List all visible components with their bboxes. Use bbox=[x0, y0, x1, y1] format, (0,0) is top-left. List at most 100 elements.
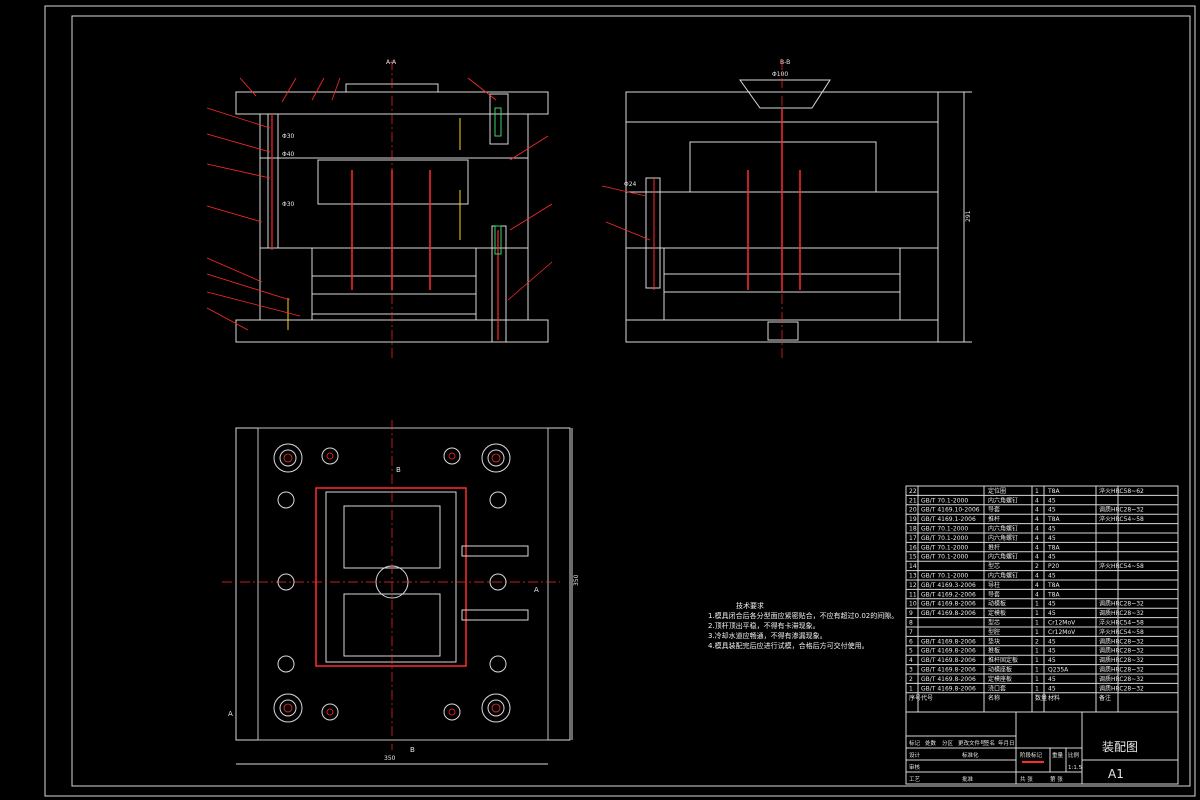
tb-audit: 审核 bbox=[909, 763, 921, 771]
bom-cell-mat: 45 bbox=[1048, 601, 1056, 608]
bom-cell-name: 定位圈 bbox=[988, 487, 1006, 495]
marker-a-right: A bbox=[534, 586, 539, 594]
bom-cell-name: 型芯 bbox=[988, 619, 1000, 627]
bom-cell-no: 14 bbox=[909, 563, 917, 570]
bom-cell-name: 内六角螺钉 bbox=[988, 525, 1018, 533]
note-2: 2.顶杆顶出平稳，不得有卡滞现象。 bbox=[708, 621, 820, 630]
marker-b-top: B bbox=[396, 466, 401, 474]
bom-cell-no: 5 bbox=[909, 648, 913, 655]
bom-cell-qty: 1 bbox=[1035, 676, 1039, 683]
tb-ratio: 比例 bbox=[1068, 751, 1080, 759]
tb-stage: 阶段标记 bbox=[1020, 751, 1043, 759]
bom-cell-name: 推杆 bbox=[988, 515, 1000, 523]
note-1: 1.模具闭合后各分型面应紧密贴合，不应有超过0.02的间隙。 bbox=[708, 611, 898, 620]
marker-a-left: A bbox=[228, 710, 233, 718]
bom-cell-no: 7 bbox=[909, 629, 913, 636]
bom-cell-qty: 4 bbox=[1035, 516, 1039, 523]
bom-cell-note: 淬火HRC54~58 bbox=[1099, 628, 1144, 636]
bom-cell-no: 9 bbox=[909, 610, 913, 617]
bom-cell-name: 推板 bbox=[988, 647, 1000, 655]
bom-cell-qty: 4 bbox=[1035, 535, 1039, 542]
bom-cell-no: 10 bbox=[909, 601, 917, 608]
bom-cell-qty: 4 bbox=[1035, 497, 1039, 504]
top-view: 350 350 A A B B bbox=[222, 420, 580, 765]
bom-cell-qty: 4 bbox=[1035, 591, 1039, 598]
bom-header-no: 序号 bbox=[909, 694, 921, 702]
bom-cell-mat: 45 bbox=[1048, 573, 1056, 580]
bom-cell-mat: 45 bbox=[1048, 676, 1056, 683]
tb-weight: 重量 bbox=[1052, 751, 1064, 759]
dim-291: 291 bbox=[965, 210, 972, 222]
note-3: 3.冷却水道应畅通，不得有渗漏现象。 bbox=[708, 631, 827, 640]
bom-cell-name: 导柱 bbox=[988, 581, 1000, 589]
bom-cell-qty: 4 bbox=[1035, 507, 1039, 514]
bom-cell-mat: Q235A bbox=[1048, 667, 1069, 674]
bom-cell-no: 20 bbox=[909, 507, 917, 514]
tb-sheet-no: 第 张 bbox=[1050, 775, 1063, 783]
bom-cell-std: GB/T 4169.8-2006 bbox=[921, 657, 976, 664]
bom-cell-name: 内六角螺钉 bbox=[988, 534, 1018, 542]
bom-cell-mat: 45 bbox=[1048, 657, 1056, 664]
dim-phi30-top: Φ30 bbox=[282, 133, 295, 140]
bom-cell-std: GB/T 4169.1-2006 bbox=[921, 516, 976, 523]
bom-cell-mat: T8A bbox=[1047, 582, 1060, 589]
bom-cell-note: 调质HRC28~32 bbox=[1099, 637, 1144, 645]
bom-cell-note: 调质HRC28~32 bbox=[1099, 656, 1144, 664]
bom-cell-name: 推杆固定板 bbox=[988, 656, 1018, 664]
bom-cell-no: 17 bbox=[909, 535, 917, 542]
note-4: 4.模具装配完后应进行试模，合格后方可交付使用。 bbox=[708, 641, 869, 650]
bom-cell-mat: P20 bbox=[1048, 563, 1059, 570]
bom-cell-note: 淬火HRC54~58 bbox=[1099, 515, 1144, 523]
bom-cell-std: GB/T 70.1-2000 bbox=[921, 535, 968, 542]
bom-cell-name: 内六角螺钉 bbox=[988, 496, 1018, 504]
bom-cell-qty: 1 bbox=[1035, 685, 1039, 692]
bom-cell-std: GB/T 4169.2-2006 bbox=[921, 591, 976, 598]
bom-cell-qty: 1 bbox=[1035, 488, 1039, 495]
bom-cell-no: 3 bbox=[909, 667, 913, 674]
drawing-title: 装配图 bbox=[1102, 740, 1138, 754]
bom-header-mat: 材料 bbox=[1048, 694, 1060, 702]
bom-cell-qty: 4 bbox=[1035, 573, 1039, 580]
bom-cell-mat: 45 bbox=[1048, 685, 1056, 692]
bom-cell-mat: 45 bbox=[1048, 535, 1056, 542]
bom-cell-std: GB/T 4169.8-2006 bbox=[921, 638, 976, 645]
bom-cell-std: GB/T 4169.3-2006 bbox=[921, 582, 976, 589]
bom-cell-no: 21 bbox=[909, 497, 917, 504]
bom-cell-mat: T8A bbox=[1047, 544, 1060, 551]
tb-process: 工艺 bbox=[909, 776, 921, 783]
bom-cell-name: 动模座板 bbox=[988, 666, 1012, 674]
bom-cell-no: 22 bbox=[909, 488, 917, 495]
bom-cell-name: 导套 bbox=[988, 590, 1000, 598]
bom-cell-mat: 45 bbox=[1048, 648, 1056, 655]
section-aa-label: A-A bbox=[386, 59, 397, 66]
dim-phi100: Φ100 bbox=[772, 71, 788, 78]
title-block: 标记 处数 分区 更改文件号 签名 年月日 设计 标准化 审核 工艺 批准 阶段… bbox=[905, 711, 1179, 785]
bom-cell-mat: 45 bbox=[1048, 497, 1056, 504]
side-section-view: B-B Φ100 Φ24 291 bbox=[601, 59, 972, 360]
bom-cell-name: 内六角螺钉 bbox=[988, 572, 1018, 580]
dim-phi40: Φ40 bbox=[282, 151, 295, 158]
dim-350-vertical: 350 bbox=[573, 574, 580, 586]
tb-count: 处数 bbox=[925, 739, 937, 747]
bom-cell-name: 推杆 bbox=[988, 543, 1000, 551]
tb-mark: 标记 bbox=[909, 739, 921, 747]
bom-cell-std: GB/T 70.1-2000 bbox=[921, 497, 968, 504]
dim-phi24: Φ24 bbox=[624, 181, 637, 188]
bom-cell-no: 2 bbox=[909, 676, 913, 683]
bom-cell-note: 淬火HRC58~62 bbox=[1099, 487, 1144, 495]
tb-date: 年月日 bbox=[998, 739, 1015, 747]
section-bb-label: B-B bbox=[780, 59, 790, 66]
bom-cell-note: 淬火HRC54~58 bbox=[1099, 562, 1144, 570]
bom-cell-no: 15 bbox=[909, 554, 917, 561]
bom-cell-note: 调质HRC28~32 bbox=[1099, 609, 1144, 617]
front-section-view: A-A bbox=[206, 59, 553, 360]
bom-cell-note: 淬火HRC54~58 bbox=[1099, 619, 1144, 627]
bom-cell-std: GB/T 70.1-2000 bbox=[921, 544, 968, 551]
bom-cell-qty: 1 bbox=[1035, 610, 1039, 617]
bom-cell-name: 动模板 bbox=[988, 600, 1006, 608]
tb-sign: 签名 bbox=[984, 739, 995, 747]
bom-cell-std: GB/T 70.1-2000 bbox=[921, 526, 968, 533]
bom-cell-qty: 4 bbox=[1035, 582, 1039, 589]
bom-cell-no: 6 bbox=[909, 638, 913, 645]
bom-cell-qty: 2 bbox=[1035, 638, 1039, 645]
